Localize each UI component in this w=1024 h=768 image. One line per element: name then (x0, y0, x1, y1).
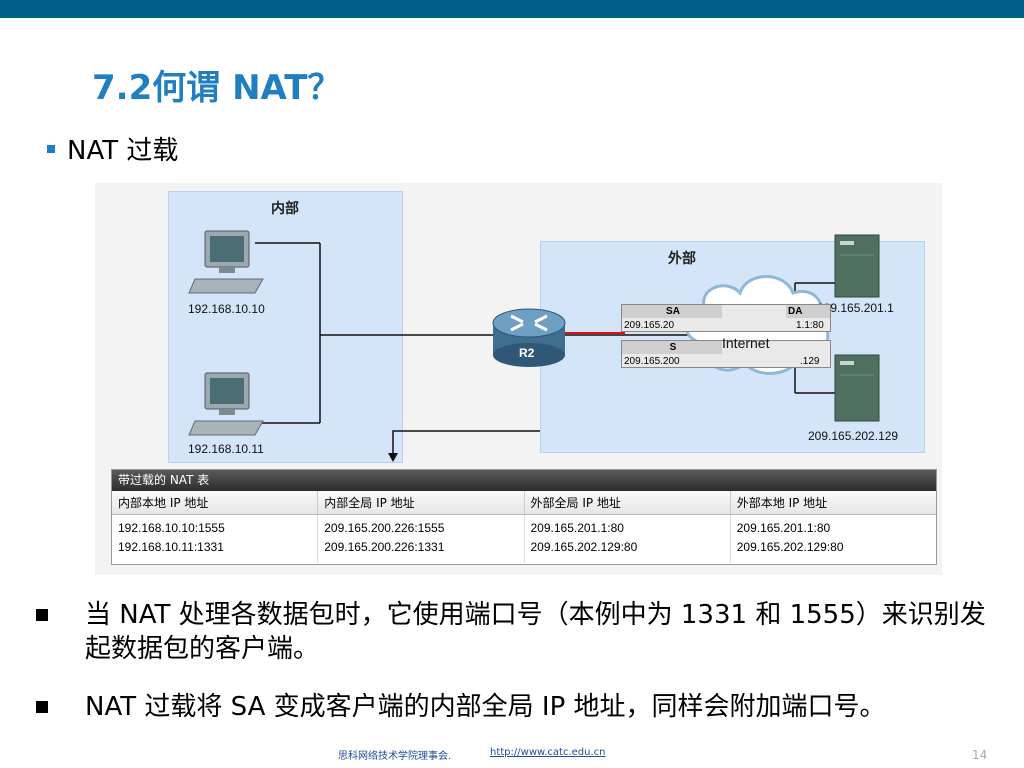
bullet-nat-overload: NAT 过载 (47, 130, 178, 167)
nat-table-body: 192.168.10.10:1555 192.168.10.11:1331 20… (112, 515, 936, 563)
nat-col-header-outside-local: 外部本地 IP 地址 (736, 496, 828, 510)
nat-diagram: 内部 外部 (95, 183, 942, 575)
table-cell: 209.165.201.1:80 (736, 521, 831, 535)
bullet-port-numbers: 当 NAT 处理各数据包时，它使用端口号（本例中为 1331 和 1555）来识… (36, 598, 1016, 668)
inside-zone-label: 内部 (271, 201, 299, 217)
nat-col-outside-global: 209.165.201.1:80 209.165.202.129:80 (525, 515, 731, 563)
page-title: 7.2何谓 NAT？ (92, 68, 342, 108)
table-cell: 209.165.202.129:80 (530, 540, 638, 554)
packet2-da-value: .129 (800, 356, 820, 367)
bullet-sa-translation: NAT 过载将 SA 变成客户端的内部全局 IP 地址，同样会附加端口号。 (36, 690, 1016, 760)
top-bar (0, 0, 1024, 18)
nat-col-header-outside-global: 外部全局 IP 地址 (525, 491, 731, 514)
footer-organization: 思科网络技术学院理事会. (338, 751, 452, 762)
packet1-da-value: 1.1:80 (796, 320, 824, 331)
nat-col-header-inside-local: 内部本地 IP 地址 (112, 491, 319, 514)
table-cell: 209.165.200.226:1555 (324, 521, 445, 535)
router-icon (492, 308, 566, 367)
outside-zone-label: 外部 (668, 251, 696, 267)
diagram-drawing (188, 230, 880, 462)
table-cell: 209.165.200.226:1331 (324, 540, 445, 554)
computer-icon-1 (188, 230, 264, 294)
bullet-square-icon (36, 609, 48, 621)
packet1-da-header: DA (786, 305, 830, 318)
server-icon-1 (834, 234, 880, 298)
server-icon-2 (834, 354, 880, 422)
packet1-sa-header: SA (622, 305, 722, 318)
nat-col-inside-global: 209.165.200.226:1555 209.165.200.226:133… (318, 515, 525, 563)
packet2-sa-value: 209.165.200 (624, 356, 680, 367)
nat-table-title: 带过载的 NAT 表 (112, 470, 936, 491)
computer-icon-2 (188, 372, 264, 436)
packet2-sa-header: S (622, 341, 722, 354)
pc2-ip-label: 192.168.10.11 (188, 442, 264, 456)
nat-table-header: 内部本地 IP 地址 内部全局 IP 地址 外部全局 IP 地址 外部本地 IP… (112, 491, 936, 515)
packet-2: S 209.165.200 .129 (621, 340, 831, 368)
server1-ip-label: 209.165.201.1 (817, 301, 894, 315)
table-cell: 192.168.10.11:1331 (118, 540, 224, 554)
router-label: R2 (519, 346, 535, 360)
bullet-text: 当 NAT 处理各数据包时，它使用端口号（本例中为 1331 和 1555）来识… (85, 600, 986, 664)
page-number: 14 (972, 748, 988, 762)
bullet-text: NAT 过载将 SA 变成客户端的内部全局 IP 地址，同样会附加端口号。 (85, 692, 886, 722)
table-cell: 209.165.202.129:80 (736, 540, 844, 554)
nat-col-header-inside-global: 内部全局 IP 地址 (318, 491, 525, 514)
packet-1: SA 209.165.20 DA 1.1:80 (621, 304, 831, 332)
footer-link[interactable]: http://www.catc.edu.cn (490, 747, 606, 758)
table-cell: 192.168.10.10:1555 (118, 521, 225, 535)
server2-ip-label: 209.165.202.129 (808, 429, 899, 443)
bullet-square-icon (47, 144, 55, 153)
internet-label: Internet (722, 335, 770, 351)
nat-col-inside-local: 192.168.10.10:1555 192.168.10.11:1331 (112, 515, 319, 563)
bullet-square-icon (36, 701, 48, 713)
table-cell: 209.165.201.1:80 (530, 521, 624, 535)
bullet-text: NAT 过载 (67, 136, 179, 166)
nat-table: 带过载的 NAT 表 内部本地 IP 地址 内部全局 IP 地址 外部全局 IP… (111, 469, 937, 565)
nat-col-outside-local: 209.165.201.1:80 209.165.202.129:80 (731, 515, 936, 563)
pc1-ip-label: 192.168.10.10 (188, 302, 265, 316)
packet1-sa-value: 209.165.20 (624, 320, 675, 331)
